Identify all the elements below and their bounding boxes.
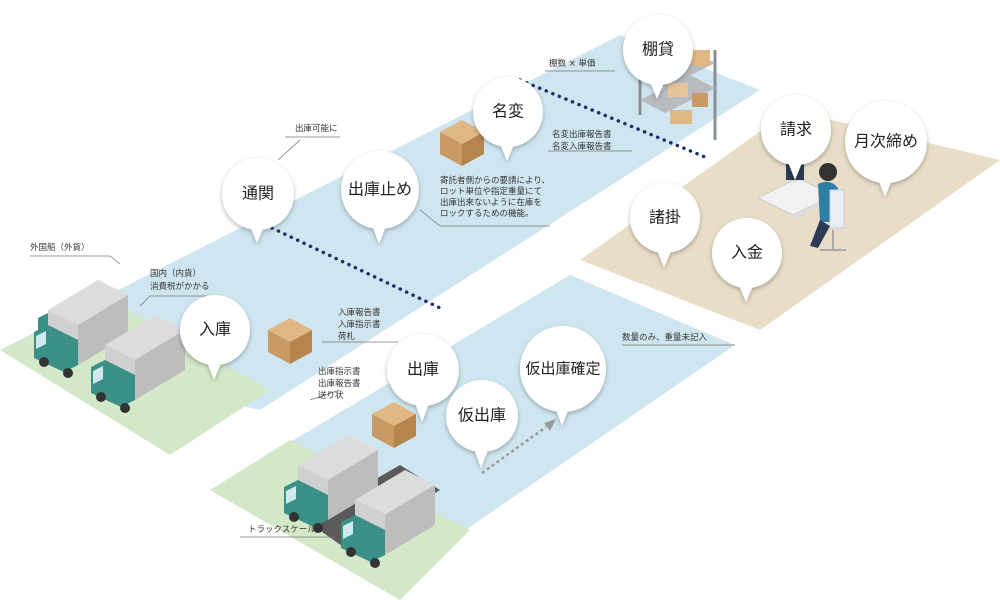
dashed-arrow-line [481,425,547,475]
note-shukko-doc-1: 出庫指示書 [318,366,361,377]
bubble-tsukan: 通関 [222,158,294,243]
label-kari-kakutei: 仮出庫確定 [525,360,600,378]
truck-icon [34,280,128,378]
dotted-separator-meihen [518,78,707,159]
note-dome-3: 出庫出来ないように在庫を [440,197,542,208]
note-nyuko-doc-3: 荷札 [338,331,356,342]
bubble-kari-kakutei: 仮出庫確定 [520,326,606,426]
bubble-kari-shukko: 仮出庫 [446,380,518,468]
note-dome-4: ロックするための機能。 [440,208,534,219]
label-kari-shukko: 仮出庫 [458,406,506,425]
label-getsuji: 月次締め [854,132,918,151]
label-seikyu: 請求 [780,120,812,139]
note-shukko-kanou: 出庫可能に [295,123,338,134]
note-tanasu: 棚数 × 単価 [549,58,596,69]
bubble-seikyu: 請求 [761,95,831,180]
cargo-box-icon [268,318,312,364]
bubble-shukko: 出庫 [387,334,459,422]
note-meihen-1: 名変出庫報告書 [552,129,612,140]
truck-icon [284,435,378,533]
label-tanagashi: 棚貸 [642,40,674,59]
note-kokunai-2: 消費税がかかる [150,281,210,292]
note-shukko-doc-2: 出庫報告書 [318,378,361,389]
note-gaikoku: 外国船（外貨） [30,242,90,253]
bubble-nyuko: 入庫 [180,295,250,380]
label-shukko-dome: 出庫止め [348,180,412,199]
truck-icon [341,470,435,568]
bubble-getsuji: 月次締め [845,101,927,197]
note-dome-2: ロット単位や指定重量にて [440,186,542,197]
note-kokunai-1: 国内（内貨） [150,268,201,279]
label-tsukan: 通関 [242,184,274,203]
bubble-shukko-dome: 出庫止め [341,151,419,244]
bubble-tanagashi: 棚貸 [623,15,693,99]
note-suryo: 数量のみ、重量未記入 [622,332,708,343]
truck-icon [91,315,185,413]
cargo-box-icon [440,120,484,166]
note-nyuko-doc-1: 入庫報告書 [338,307,381,318]
note-dome-1: 寄託者側からの要請により、 [440,175,550,186]
bubble-shokake: 諸掛 [630,183,700,268]
label-nyuko: 入庫 [199,320,231,339]
label-shokake: 諸掛 [649,208,681,227]
leader-lines [30,70,735,538]
note-truck-scale: トラックスケール [248,525,316,535]
note-nyuko-doc-2: 入庫指示書 [338,319,381,330]
dotted-separator-upper [270,226,442,310]
dashed-arrow-head [544,419,556,431]
note-shukko-doc-3: 送り状 [318,390,344,401]
label-meihen: 名変 [492,102,524,121]
bubble-nyukin: 入金 [712,218,782,302]
label-shukko: 出庫 [407,360,439,379]
note-meihen-2: 名変入庫報告書 [552,141,612,152]
label-nyukin: 入金 [731,243,763,262]
cargo-box-icon [372,402,416,448]
bubble-meihen: 名変 [473,77,543,161]
